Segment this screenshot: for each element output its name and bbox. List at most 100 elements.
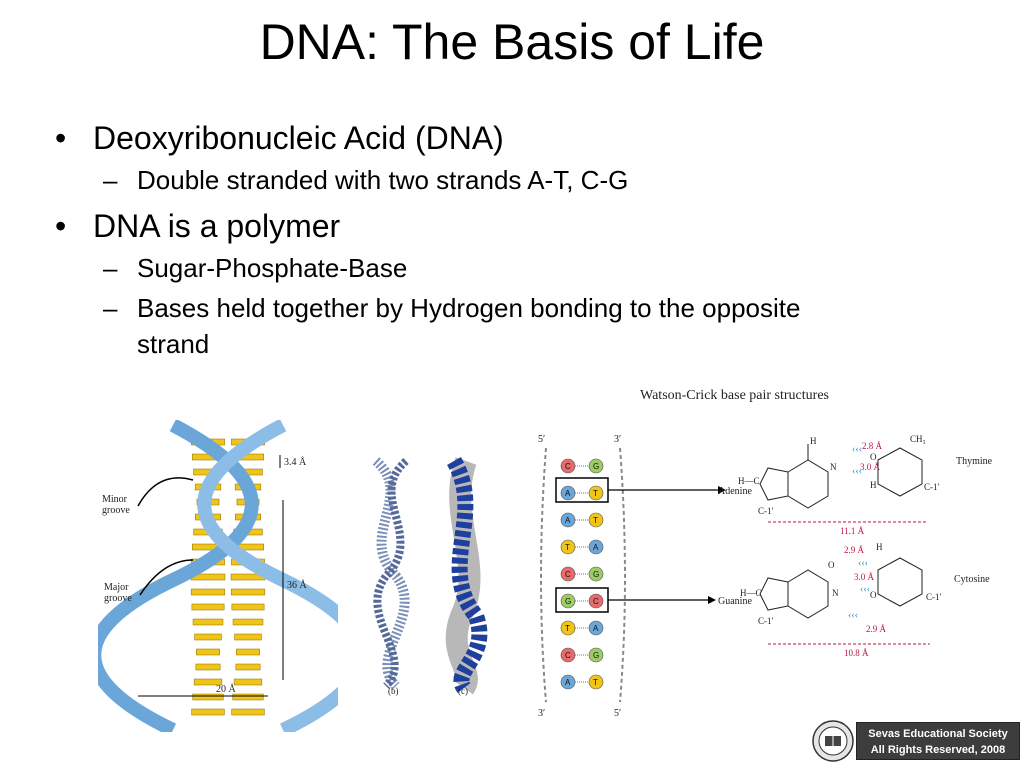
atom-label: N	[830, 462, 837, 472]
base-letter: G	[565, 597, 571, 606]
ring	[877, 447, 923, 497]
base-shape	[588, 620, 604, 636]
base-plate	[232, 693, 264, 701]
strand-end-label: 5′	[614, 708, 621, 719]
atom-label: C-1′	[758, 616, 774, 626]
ring	[759, 577, 789, 611]
backbone-strand	[98, 420, 259, 732]
base-plate	[230, 588, 266, 596]
strand-backbone	[619, 447, 626, 703]
atom-label: H	[870, 480, 877, 490]
hydrogen-bond-icon: ‹‹‹	[860, 584, 870, 595]
atom-label: O	[870, 452, 877, 462]
hydrogen-bond-icon: ‹‹‹	[852, 444, 862, 455]
bond-distance: 11.1 Å	[840, 526, 865, 536]
strand-end-label: 3′	[614, 434, 621, 445]
bond-distance: 3.0 Å	[860, 462, 881, 472]
panel-label: (b)	[388, 686, 399, 696]
base-shape	[588, 566, 604, 582]
base-plate	[191, 708, 225, 716]
stick-model	[372, 457, 410, 690]
double-helix-figure: 3.4 Å 36 Å 20 Å Minor groove Major groov…	[98, 420, 338, 732]
gc-pair-structure: O N O H C-1′ C-1′ H—C 2.9 Å 3.0 Å 2.9 Å …	[740, 542, 990, 658]
base-letter: T	[593, 489, 598, 498]
sub-bullet-item: –Bases held together by Hydrogen bonding…	[55, 290, 877, 362]
dash-marker: –	[103, 165, 118, 195]
footer-badge: Sevas Educational Society All Rights Res…	[812, 720, 1022, 764]
base-letter: G	[593, 462, 599, 471]
base-pair-rungs	[190, 438, 266, 716]
bond-distance: 2.8 Å	[862, 441, 883, 451]
bullet-item: •DNA is a polymer	[55, 206, 955, 246]
atom-label: C-1′	[924, 482, 940, 492]
base-letter: T	[565, 624, 570, 633]
bond-distance: 2.9 Å	[844, 545, 865, 555]
bullet-item: • Deoxyribonucleic Acid (DNA)	[55, 118, 955, 158]
society-seal-icon	[812, 720, 854, 762]
base-letter: C	[565, 570, 571, 579]
sub-bullet-item: –Double stranded with two strands A-T, C…	[55, 162, 955, 198]
base-plate	[190, 588, 226, 596]
atom-label: O	[870, 590, 877, 600]
bullet-text: Deoxyribonucleic Acid (DNA)	[93, 120, 504, 156]
dash-marker: –	[103, 293, 118, 323]
bond-distance: 2.9 Å	[866, 624, 887, 634]
bond-distance: 3.0 Å	[854, 572, 875, 582]
panel-label: (c)	[458, 686, 468, 696]
strand-end-label: 3′	[538, 708, 545, 719]
base-letter: G	[593, 570, 599, 579]
base-plate	[196, 648, 220, 656]
atom-label: H—C	[740, 588, 762, 598]
atom-label: O	[828, 560, 835, 570]
base-letter: T	[593, 516, 598, 525]
arrowhead-icon	[708, 596, 716, 604]
base-plate	[192, 693, 224, 701]
base-shape	[588, 674, 604, 690]
distance-label: 3.4 Å	[284, 456, 307, 468]
base-letter: C	[593, 597, 599, 606]
base-plate	[193, 678, 223, 686]
groove-label: groove	[102, 505, 130, 516]
figure-caption: Watson-Crick base pair structures	[640, 388, 829, 403]
base-plate	[195, 663, 221, 671]
groove-label: Major	[104, 582, 129, 593]
arrowhead-icon	[718, 486, 726, 494]
bullet-text: DNA is a polymer	[93, 208, 341, 244]
dash-marker: –	[103, 253, 118, 283]
hydrogen-bond-icon: ‹‹‹	[852, 466, 862, 477]
base-letter: A	[593, 543, 599, 552]
base-name-thymine: Thymine	[956, 456, 993, 467]
base-letter: T	[593, 678, 598, 687]
base-plate	[191, 603, 225, 611]
groove-label: groove	[104, 593, 132, 604]
base-shape	[588, 593, 604, 609]
base-name-adenine: Adenine	[718, 486, 752, 497]
atom-label: C-1′	[758, 506, 774, 516]
base-letter: T	[565, 543, 570, 552]
base-plate	[231, 708, 265, 716]
space-filling-model	[446, 456, 488, 693]
bond-distance: 10.8 Å	[844, 648, 869, 658]
base-plate	[234, 633, 262, 641]
base-name-guanine: Guanine	[718, 596, 752, 607]
base-letter: A	[565, 516, 571, 525]
rights-notice: All Rights Reserved, 2008	[870, 744, 1006, 756]
base-letter: A	[565, 489, 571, 498]
hydrogen-bond-icon: ‹‹‹	[848, 610, 858, 621]
distance-label: 20 Å	[216, 683, 237, 695]
base-shape	[588, 458, 604, 474]
base-letter: G	[593, 651, 599, 660]
slide-title: DNA: The Basis of Life	[259, 14, 765, 70]
atom-label: C-1′	[926, 592, 942, 602]
ring	[787, 459, 829, 509]
molecular-models-figure: (b) (c)	[372, 456, 488, 696]
ring	[759, 467, 789, 501]
arrow-icon	[137, 477, 194, 507]
sub-bullet-text: Sugar-Phosphate-Base	[137, 253, 408, 283]
copyright-box: Sevas Educational Society All Rights Res…	[856, 722, 1020, 760]
bullet-marker: •	[55, 120, 67, 156]
groove-label: Minor	[102, 494, 128, 505]
base-letter: C	[565, 651, 571, 660]
